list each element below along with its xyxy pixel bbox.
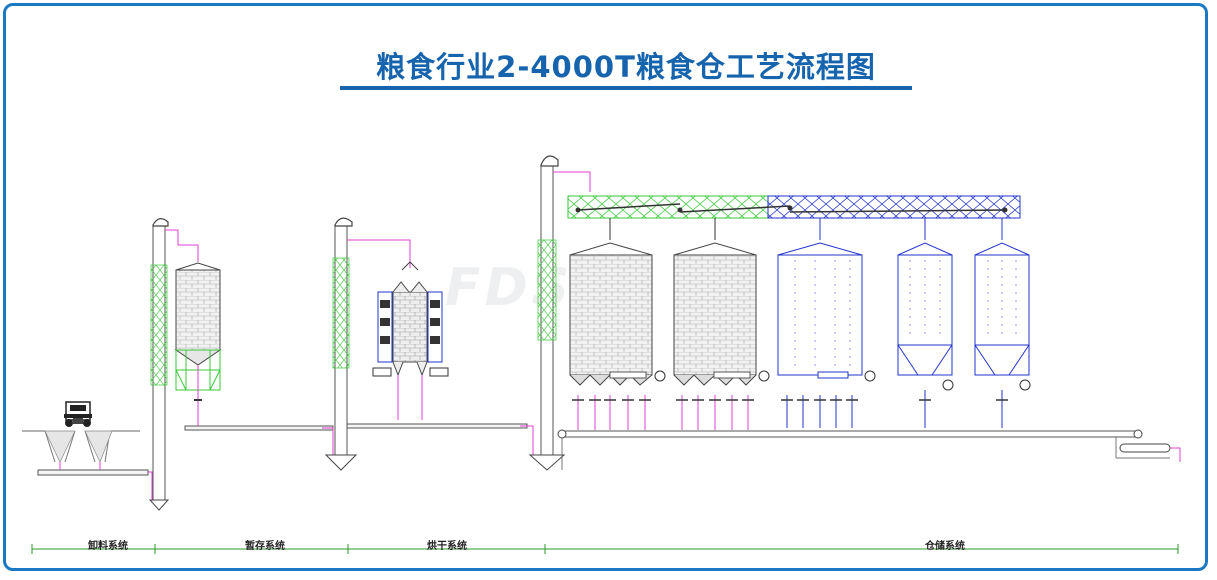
outer-frame bbox=[3, 3, 1208, 571]
storage-silo-3 bbox=[777, 218, 876, 382]
discharge-lines bbox=[572, 390, 1008, 430]
top-gallery-conveyor bbox=[567, 195, 1021, 219]
intake-pits bbox=[44, 430, 111, 463]
bucket-elevator-2 bbox=[324, 217, 411, 471]
bucket-elevator-3 bbox=[528, 155, 591, 471]
storage-silo-5 bbox=[974, 218, 1031, 391]
storage-silo-4 bbox=[897, 218, 954, 391]
bottom-belt-conveyor bbox=[557, 429, 1181, 470]
storage-silo-1 bbox=[569, 218, 666, 386]
pit-conveyor bbox=[37, 469, 149, 476]
temporary-storage-silo bbox=[174, 262, 334, 460]
section-label-storage: 仓储系统 bbox=[925, 541, 965, 552]
temp-conveyor bbox=[184, 425, 334, 431]
grain-dryer bbox=[346, 261, 534, 455]
unloading-section bbox=[22, 401, 153, 500]
section-label-temp-storage: 暂存系统 bbox=[245, 541, 285, 552]
section-label-drying: 烘干系统 bbox=[427, 541, 467, 552]
page-title: 粮食行业2-4000T粮食仓工艺流程图 bbox=[376, 50, 876, 84]
dryer-conveyor bbox=[346, 423, 528, 429]
truck-icon bbox=[64, 401, 92, 427]
section-dimension-line bbox=[31, 544, 1179, 554]
storage-silo-2 bbox=[673, 218, 770, 386]
title-underline bbox=[340, 86, 912, 90]
bucket-elevator-1 bbox=[148, 218, 199, 511]
section-label-unloading: 卸料系统 bbox=[88, 541, 128, 552]
